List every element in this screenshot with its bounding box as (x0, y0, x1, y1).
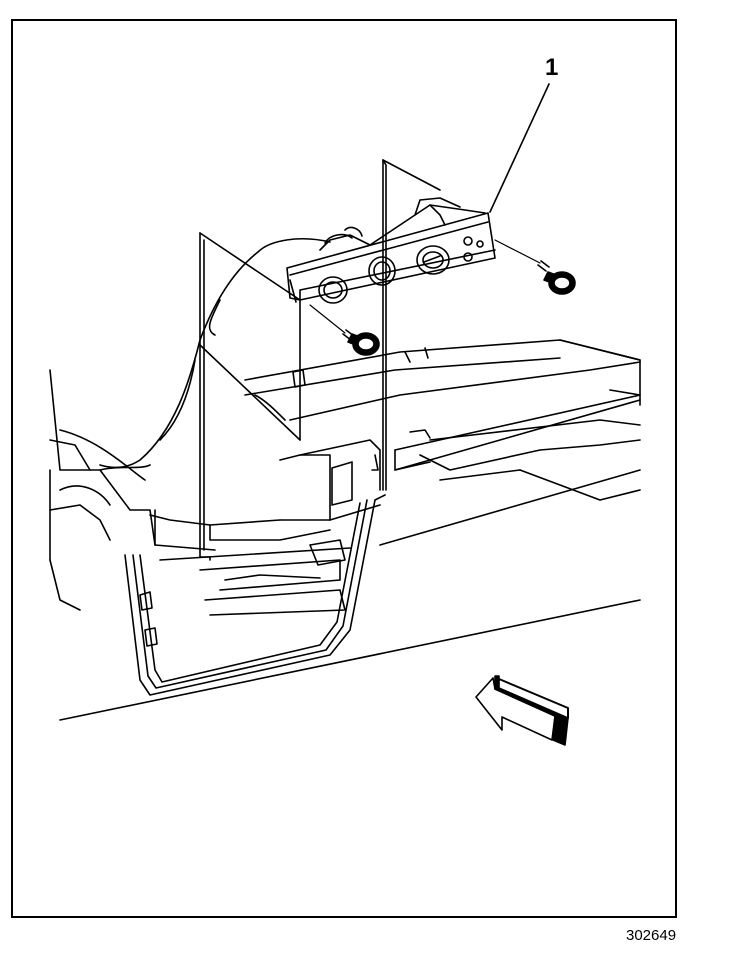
screw-icon (309, 304, 380, 356)
figure-frame (11, 19, 677, 918)
callout-label: 1 (545, 54, 559, 81)
screw-icon (494, 239, 576, 295)
figure-number: 302649 (626, 927, 677, 944)
instrument-panel-structure (49, 238, 641, 721)
callout-leader-1 (489, 83, 550, 213)
exploded-view-guide-planes (199, 159, 441, 561)
hvac-control-assembly (286, 197, 496, 304)
arrow-icon (475, 675, 569, 746)
